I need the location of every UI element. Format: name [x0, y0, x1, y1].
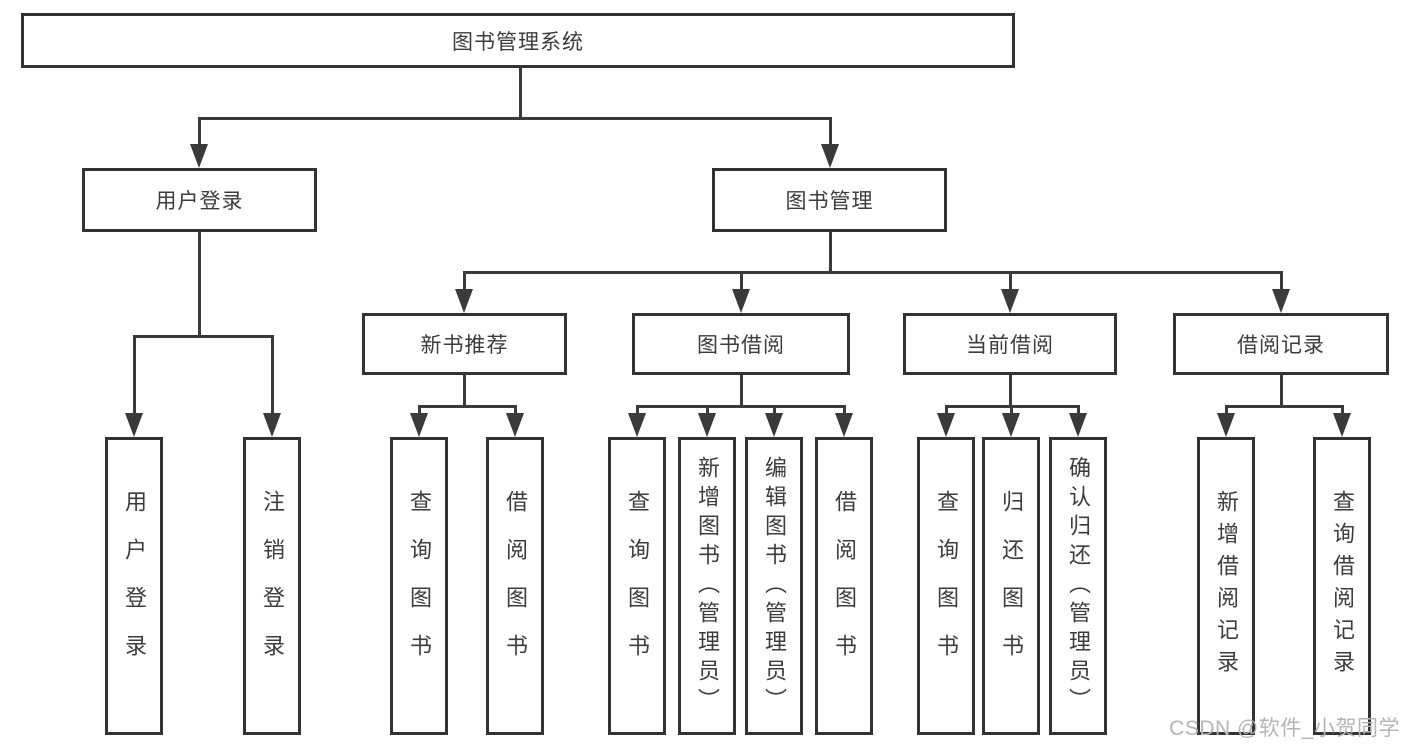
arrowhead-icon	[125, 413, 143, 437]
node-new-book-recommendation: 新书推荐	[362, 313, 567, 375]
leaf-query-books-borrowing: 查询图书	[608, 437, 666, 735]
connector-line	[944, 406, 948, 417]
connector-line	[513, 406, 517, 417]
connector-line	[270, 336, 274, 417]
node-user-login: 用户登录	[82, 168, 317, 232]
leaf-borrow-books: 借阅图书	[815, 437, 873, 735]
connector-line	[197, 116, 832, 120]
connector-line	[635, 404, 846, 408]
arrowhead-icon	[506, 413, 524, 437]
connector-line	[828, 232, 832, 272]
connector-line	[705, 406, 709, 417]
connector-line	[1279, 375, 1283, 406]
leaf-logout: 注销登录	[243, 437, 301, 735]
arrowhead-icon	[1001, 289, 1019, 313]
arrowhead-icon	[410, 413, 428, 437]
connector-line	[1009, 406, 1013, 417]
connector-line	[1008, 272, 1012, 293]
arrowhead-icon	[263, 413, 281, 437]
leaf-query-books-current: 查询图书	[917, 437, 975, 735]
arrowhead-icon	[455, 289, 473, 313]
arrowhead-icon	[1217, 413, 1235, 437]
arrowhead-icon	[1272, 289, 1290, 313]
connector-line	[132, 334, 274, 338]
connector-line	[1279, 272, 1283, 293]
connector-line	[462, 272, 466, 293]
node-book-borrowing: 图书借阅	[632, 313, 850, 375]
connector-line	[739, 272, 743, 293]
connector-line	[417, 406, 421, 417]
arrowhead-icon	[835, 413, 853, 437]
arrowhead-icon	[1333, 413, 1351, 437]
connector-line	[828, 118, 832, 148]
connector-line	[197, 118, 201, 148]
arrowhead-icon	[937, 413, 955, 437]
connector-line	[1224, 404, 1344, 408]
connector-line	[132, 336, 136, 417]
leaf-query-books-recommend: 查询图书	[390, 437, 448, 735]
connector-line	[772, 406, 776, 417]
arrowhead-icon	[732, 289, 750, 313]
connector-line	[1008, 375, 1012, 406]
connector-line	[462, 375, 466, 406]
arrowhead-icon	[190, 144, 208, 168]
arrowhead-icon	[1069, 413, 1087, 437]
connector-line	[197, 232, 201, 336]
arrowhead-icon	[765, 413, 783, 437]
connector-line	[417, 404, 517, 408]
connector-line	[462, 270, 1283, 274]
watermark: CSDN @软件_小贺同学	[1169, 717, 1400, 740]
leaf-add-borrow-record: 新增借阅记录	[1197, 437, 1255, 735]
connector-line	[1340, 406, 1344, 417]
arrowhead-icon	[628, 413, 646, 437]
leaf-confirm-return-admin: 确认归还（管理员）	[1049, 437, 1107, 735]
node-borrowing-records: 借阅记录	[1173, 313, 1389, 375]
leaf-edit-books-admin: 编辑图书（管理员）	[745, 437, 803, 735]
connector-line	[842, 406, 846, 417]
arrowhead-icon	[821, 144, 839, 168]
node-system-root: 图书管理系统	[21, 13, 1015, 68]
leaf-user-login: 用户登录	[105, 437, 163, 735]
arrowhead-icon	[698, 413, 716, 437]
connector-line	[635, 406, 639, 417]
connector-line	[518, 68, 522, 118]
node-book-management: 图书管理	[712, 168, 947, 232]
connector-line	[739, 375, 743, 406]
arrowhead-icon	[1002, 413, 1020, 437]
leaf-query-borrow-record: 查询借阅记录	[1313, 437, 1371, 735]
connector-line	[1224, 406, 1228, 417]
leaf-add-books-admin: 新增图书（管理员）	[678, 437, 736, 735]
leaf-borrow-books-recommend: 借阅图书	[486, 437, 544, 735]
connector-line	[1076, 406, 1080, 417]
node-current-borrowing: 当前借阅	[903, 313, 1117, 375]
leaf-return-books: 归还图书	[982, 437, 1040, 735]
